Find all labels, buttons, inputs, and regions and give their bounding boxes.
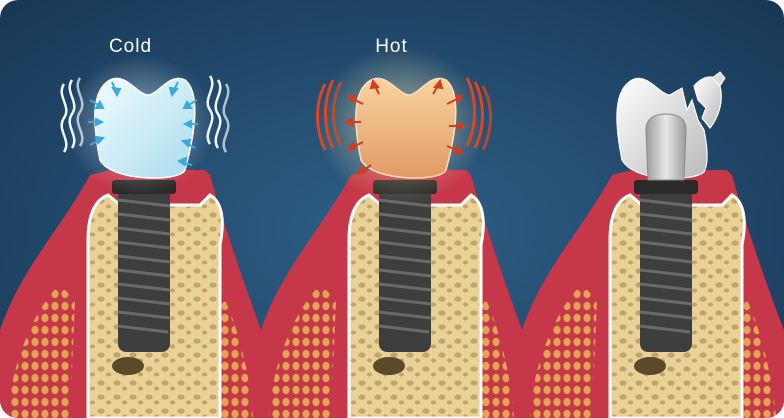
panel-cold: Cold bbox=[0, 0, 261, 418]
nerve-canal bbox=[634, 357, 666, 375]
panel-label-cold: Cold bbox=[0, 36, 261, 58]
implant-screw bbox=[112, 180, 176, 352]
panel-hot: Hot bbox=[261, 0, 522, 418]
cracked-panel-graphic bbox=[522, 0, 784, 418]
cold-panel-graphic bbox=[0, 0, 261, 418]
abutment bbox=[646, 114, 686, 180]
implant-screw bbox=[373, 180, 437, 352]
panel-label-hot: Hot bbox=[261, 36, 522, 58]
hot-panel-graphic bbox=[261, 0, 522, 418]
nerve-canal bbox=[112, 357, 144, 375]
panel-cracked bbox=[522, 0, 783, 418]
implant-screw bbox=[634, 180, 698, 352]
nerve-canal bbox=[373, 357, 405, 375]
